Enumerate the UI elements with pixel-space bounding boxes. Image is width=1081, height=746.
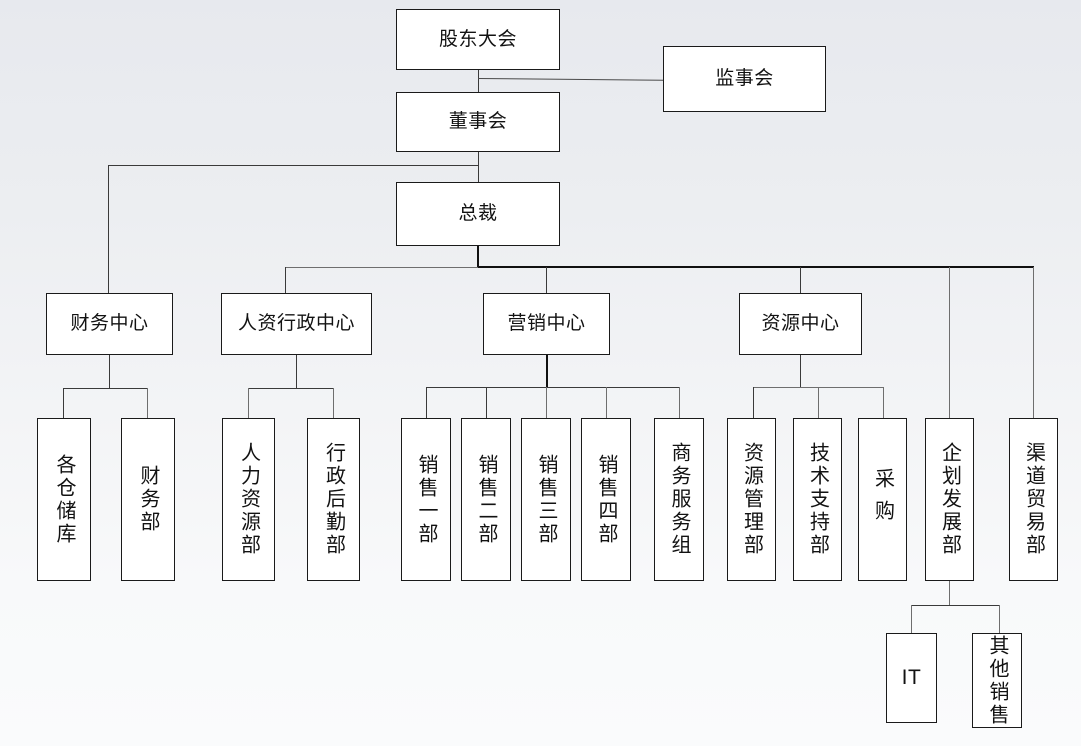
connector-drop-finance-dept (147, 388, 148, 418)
node-label: 人力资源部 (237, 442, 260, 557)
node-label: 其他销售 (986, 634, 1008, 727)
node-resource-mgmt-dept[interactable]: 资源管理部 (727, 418, 776, 581)
node-label: 商务服务组 (668, 442, 690, 557)
node-label: 资源中心 (761, 313, 840, 335)
node-board-of-directors[interactable]: 董事会 (396, 92, 560, 152)
node-label: 股东大会 (438, 28, 517, 50)
connector-main-bus-left (285, 267, 479, 268)
connector-board-to-president (478, 152, 479, 182)
connector-drop-sales-3 (546, 387, 547, 418)
connector-shareholders-stub (478, 70, 479, 96)
connector-hr-admin-center-bus (248, 388, 334, 389)
connector-hr-admin-center-drop (296, 355, 297, 388)
connector-finance-center-bus (63, 388, 148, 389)
node-other-sales[interactable]: 其他销售 (972, 633, 1022, 728)
connector-finance-center-drop (109, 355, 110, 388)
connector-drop-hr-admin-center (285, 267, 286, 293)
connector-drop-planning-dev (949, 267, 950, 418)
node-admin-logistics-dept[interactable]: 行政后勤部 (307, 418, 360, 581)
node-planning-dev-dept[interactable]: 企划发展部 (925, 418, 974, 581)
connector-drop-resource-center (800, 267, 801, 293)
node-business-service-group[interactable]: 商务服务组 (654, 418, 704, 581)
connector-drop-procurement (883, 387, 884, 418)
node-finance-center[interactable]: 财务中心 (46, 293, 173, 355)
node-procurement[interactable]: 采购 (858, 418, 907, 581)
connector-planning-dev-bus (911, 605, 1000, 606)
node-shareholders-meeting[interactable]: 股东大会 (396, 9, 560, 70)
node-label: 销售一部 (415, 453, 437, 546)
node-label: IT (901, 666, 922, 690)
connector-marketing-center-bus (426, 387, 680, 388)
node-label: 各仓储库 (53, 453, 75, 546)
node-hr-dept[interactable]: 人力资源部 (222, 418, 275, 581)
connector-main-bus-right (478, 266, 1034, 268)
node-label: 财务部 (137, 465, 159, 534)
node-sales-dept-4[interactable]: 销售四部 (581, 418, 631, 581)
node-label: 资源管理部 (740, 442, 763, 557)
connector-board-to-finance-vertical (108, 165, 109, 293)
node-hr-admin-center[interactable]: 人资行政中心 (221, 293, 372, 355)
node-label: 监事会 (715, 68, 774, 90)
node-label: 销售四部 (595, 453, 617, 546)
connector-president-drop (477, 246, 479, 268)
node-label: 采购 (871, 467, 894, 532)
node-label: 企划发展部 (938, 442, 961, 557)
connector-drop-channel-trade (1033, 267, 1034, 418)
node-marketing-center[interactable]: 营销中心 (483, 293, 610, 355)
node-label: 总裁 (458, 203, 498, 225)
node-label: 董事会 (448, 111, 508, 133)
node-label: 人资行政中心 (237, 313, 355, 335)
connector-drop-it (911, 605, 912, 633)
node-sales-dept-2[interactable]: 销售二部 (461, 418, 511, 581)
connector-resource-center-drop (800, 355, 801, 388)
node-channel-trade-dept[interactable]: 渠道贸易部 (1009, 418, 1058, 581)
connector-drop-sales-2 (486, 387, 487, 418)
node-label: 销售三部 (535, 453, 557, 546)
connector-drop-marketing-center (546, 267, 547, 293)
node-sales-dept-1[interactable]: 销售一部 (401, 418, 451, 581)
node-tech-support-dept[interactable]: 技术支持部 (793, 418, 842, 581)
node-resource-center[interactable]: 资源中心 (739, 293, 862, 355)
node-label: 财务中心 (70, 313, 149, 335)
node-sales-dept-3[interactable]: 销售三部 (521, 418, 571, 581)
node-label: 行政后勤部 (322, 442, 345, 557)
connector-drop-admin-logistics (333, 388, 334, 418)
connector-drop-other-sales (999, 605, 1000, 633)
node-finance-dept[interactable]: 财务部 (121, 418, 175, 581)
connector-board-to-supervisors (477, 78, 664, 81)
node-label: 营销中心 (507, 313, 586, 335)
node-label: 技术支持部 (806, 442, 829, 557)
connector-planning-dev-drop (949, 580, 950, 606)
node-it[interactable]: IT (886, 633, 937, 723)
connector-drop-sales-1 (426, 387, 427, 418)
node-warehouses[interactable]: 各仓储库 (37, 418, 91, 581)
node-president[interactable]: 总裁 (396, 182, 560, 246)
connector-marketing-center-drop (546, 355, 548, 388)
node-label: 渠道贸易部 (1022, 442, 1045, 557)
connector-drop-tech-support (818, 387, 819, 418)
connector-drop-resource-mgmt (753, 387, 754, 418)
node-label: 销售二部 (475, 453, 497, 546)
connector-drop-warehouses (63, 388, 64, 418)
node-board-of-supervisors[interactable]: 监事会 (663, 46, 826, 112)
connector-board-to-finance-horizontal (108, 165, 479, 166)
connector-drop-business-service (679, 387, 680, 418)
connector-drop-sales-4 (606, 387, 607, 418)
connector-drop-hr-dept (248, 388, 249, 418)
